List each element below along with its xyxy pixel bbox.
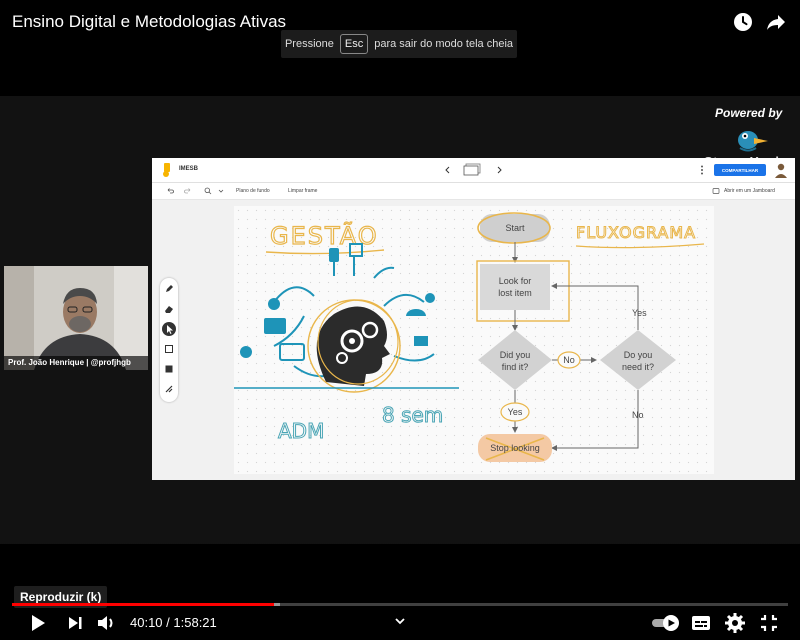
image-tool-icon[interactable] bbox=[164, 364, 174, 374]
hint-suffix: para sair do modo tela cheia bbox=[374, 38, 514, 50]
settings-gear-icon[interactable] bbox=[724, 612, 746, 634]
flow-did-line2: find it? bbox=[502, 362, 529, 372]
streamyard-logo-icon bbox=[738, 131, 768, 152]
flow-did-line1: Did you bbox=[500, 350, 531, 360]
share-button[interactable]: COMPARTILHAR bbox=[714, 164, 766, 176]
canvas-drawing: GESTÃO FLUXOGRAMA bbox=[234, 212, 705, 462]
background-button[interactable]: Plano de fundo bbox=[236, 188, 270, 194]
heading-fluxograma: FLUXOGRAMA bbox=[576, 223, 696, 242]
frame-bar-icon[interactable] bbox=[463, 163, 483, 177]
flow-no-label-1: No bbox=[563, 355, 575, 365]
jamboard-toolbar: Plano de fundo Limpar frame Abrir em um … bbox=[152, 183, 795, 200]
progress-bar[interactable] bbox=[12, 603, 788, 606]
powered-by-label: Powered by bbox=[715, 106, 783, 120]
autoplay-toggle-icon[interactable] bbox=[651, 614, 681, 632]
flow-need-line1: Do you bbox=[624, 350, 653, 360]
flow-stop-node bbox=[478, 434, 552, 462]
flow-found-decision bbox=[478, 330, 552, 390]
time-separator: / bbox=[162, 615, 174, 630]
exit-fullscreen-icon[interactable] bbox=[758, 612, 780, 634]
jamboard-window: IMESB COMPARTILHAR Plano de fundo Limpar… bbox=[152, 158, 795, 480]
more-options-icon[interactable] bbox=[700, 165, 704, 175]
flow-yes-label-2: Yes bbox=[632, 308, 647, 318]
flow-need-decision bbox=[600, 330, 676, 390]
redo-icon[interactable] bbox=[184, 187, 192, 195]
jamboard-header: IMESB COMPARTILHAR bbox=[152, 158, 795, 183]
digital-head-illustration bbox=[234, 243, 459, 393]
hint-prefix: Pressione bbox=[284, 38, 334, 50]
select-tool-icon[interactable] bbox=[162, 322, 176, 336]
watch-later-icon[interactable] bbox=[731, 10, 755, 34]
eraser-tool-icon[interactable] bbox=[164, 304, 174, 314]
laser-tool-icon[interactable] bbox=[164, 384, 174, 394]
presenter-camera bbox=[4, 266, 148, 370]
flow-start-node bbox=[480, 214, 550, 242]
play-tooltip: Reproduzir (k) bbox=[14, 586, 108, 608]
flow-start-label: Start bbox=[505, 223, 525, 233]
subtitles-icon[interactable] bbox=[690, 612, 712, 634]
tool-rail bbox=[160, 278, 178, 402]
chevron-down-icon[interactable] bbox=[394, 616, 406, 626]
flowchart: Start Look for lost item Did you find it… bbox=[476, 212, 676, 462]
undo-icon[interactable] bbox=[166, 187, 174, 195]
jamboard-name: IMESB bbox=[179, 166, 199, 172]
zoom-icon[interactable] bbox=[204, 187, 212, 195]
fullscreen-exit-hint: Pressione Esc para sair do modo tela che… bbox=[281, 30, 517, 58]
time-display: 40:10 / 1:58:21 bbox=[130, 615, 217, 630]
volume-icon[interactable] bbox=[95, 612, 117, 634]
note-8-sem: 8 sem bbox=[382, 403, 443, 427]
current-time: 40:10 bbox=[130, 615, 163, 630]
sticky-note-tool-icon[interactable] bbox=[164, 344, 174, 354]
share-icon[interactable] bbox=[764, 10, 788, 34]
clear-frame-button[interactable]: Limpar frame bbox=[288, 188, 318, 194]
note-adm: ADM bbox=[278, 419, 324, 443]
flow-need-line2: need it? bbox=[622, 362, 654, 372]
user-avatar-icon[interactable] bbox=[774, 162, 788, 178]
next-frame-icon[interactable] bbox=[495, 166, 503, 174]
presenter-video-feed bbox=[4, 266, 148, 370]
pen-tool-icon[interactable] bbox=[164, 284, 174, 294]
open-jamboard-icon bbox=[712, 188, 720, 194]
zoom-dropdown-icon[interactable] bbox=[218, 188, 224, 194]
progress-played bbox=[12, 603, 275, 606]
flow-no-label-2: No bbox=[632, 410, 644, 420]
heading-fluxograma-underline bbox=[575, 243, 705, 249]
play-icon[interactable] bbox=[26, 612, 48, 634]
presenter-name-tag: Prof. João Henrique | @profjhgb bbox=[4, 356, 148, 370]
flow-look-line2: lost item bbox=[498, 288, 532, 298]
heading-gestao-underline bbox=[265, 249, 385, 255]
open-jamboard-link[interactable]: Abrir em um Jamboard bbox=[724, 188, 775, 194]
flow-look-line1: Look for bbox=[499, 276, 532, 286]
prev-frame-icon[interactable] bbox=[444, 166, 452, 174]
duration: 1:58:21 bbox=[173, 615, 217, 630]
jamboard-logo-icon bbox=[163, 163, 170, 177]
esc-key: Esc bbox=[339, 34, 369, 54]
flow-stop-label: Stop looking bbox=[490, 443, 540, 453]
flow-yes-label-1: Yes bbox=[508, 407, 523, 417]
video-title: Ensino Digital e Metodologias Ativas bbox=[12, 12, 287, 31]
jamboard-canvas[interactable]: GESTÃO FLUXOGRAMA bbox=[234, 206, 714, 474]
next-video-icon[interactable] bbox=[64, 612, 86, 634]
heading-gestao: GESTÃO bbox=[270, 220, 379, 250]
flow-look-node bbox=[480, 264, 550, 310]
